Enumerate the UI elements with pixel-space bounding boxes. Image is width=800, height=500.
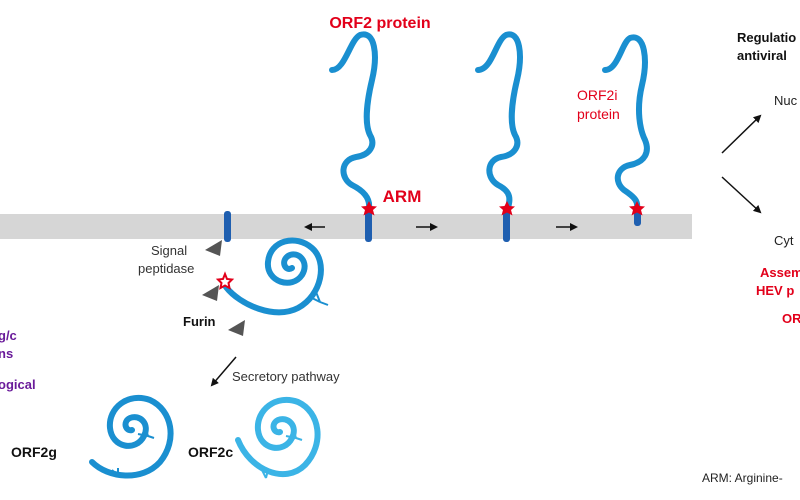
orf2i-label-line2: protein	[577, 106, 620, 122]
arrow-to-nucleus	[721, 114, 762, 154]
orf2i-protein	[602, 34, 650, 226]
assembly-label-line1: Assem	[760, 265, 800, 280]
nucleus-label: Nuc	[774, 93, 798, 108]
open-star-icon	[215, 271, 235, 290]
orf2i-label-line1: ORF2i	[577, 87, 617, 103]
orf-partial-label: ORF	[782, 311, 800, 326]
secretory-arrow	[210, 356, 237, 387]
orf2c-label: ORF2c	[188, 444, 233, 460]
arm-legend: ARM: Arginine-	[702, 471, 783, 485]
red-star-icon	[629, 201, 645, 216]
orf2-spiral-processing	[223, 237, 329, 316]
cytoplasm-label: Cyt	[774, 233, 794, 248]
left-label-line2: ns	[0, 346, 13, 361]
orf2-protein-label: ORF2 protein	[329, 15, 430, 32]
orf2g-label: ORF2g	[11, 444, 57, 460]
orf2-protein-1	[329, 31, 378, 242]
arm-label: ARM	[383, 187, 422, 206]
furin-label: Furin	[183, 314, 216, 329]
left-label-line1: g/c	[0, 328, 17, 343]
regulation-label-line1: Regulatio	[737, 30, 796, 45]
er-membrane	[0, 214, 692, 239]
gray-triangle-icon	[205, 240, 222, 256]
signal-peptidase-line2: peptidase	[138, 261, 194, 276]
red-star-icon	[361, 201, 377, 216]
orf2g-spiral	[89, 395, 174, 479]
regulation-label-line2: antiviral	[737, 48, 787, 63]
gray-triangle-icon	[202, 285, 219, 301]
assembly-label-line2: HEV p	[756, 283, 794, 298]
signal-peptide-marker	[224, 211, 231, 242]
left-label-line3: ogical	[0, 377, 36, 392]
protein-1-anchor	[365, 207, 372, 242]
orf2-protein-2	[475, 31, 523, 242]
orf2c-spiral	[235, 397, 321, 479]
arrow-to-cytoplasm	[721, 176, 762, 214]
red-star-icon	[499, 201, 515, 216]
gray-triangle-icon	[228, 320, 245, 336]
signal-peptidase-line1: Signal	[151, 243, 187, 258]
secretory-pathway-label: Secretory pathway	[232, 369, 340, 384]
protein-2-anchor	[503, 207, 510, 242]
